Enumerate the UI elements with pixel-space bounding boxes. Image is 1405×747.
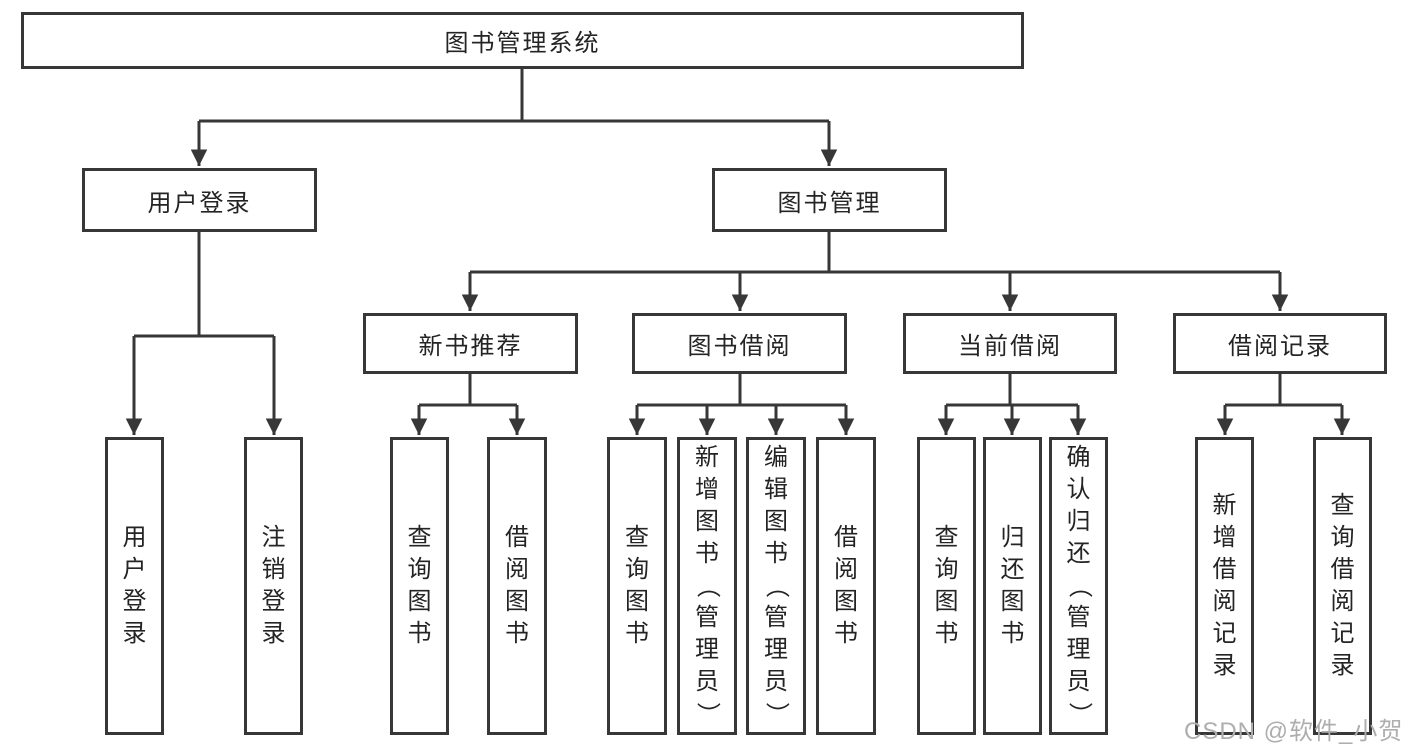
- leaf-user-login: 用户登录: [105, 437, 164, 735]
- node-book-management: 图书管理: [712, 168, 947, 232]
- node-user-login-label: 用户登录: [147, 189, 252, 217]
- node-book-borrow: 图书借阅: [632, 313, 847, 374]
- leaf-edit-book-admin: 编辑图书（管理员）: [746, 437, 806, 735]
- node-book-borrow-label: 图书借阅: [687, 333, 792, 360]
- node-borrow-record-label: 借阅记录: [1228, 333, 1332, 360]
- leaf-new-borrow-book: 借阅图书: [487, 437, 547, 735]
- leaf-add-book-admin-label: 新增图书（管理员）: [694, 444, 721, 727]
- node-current-borrow: 当前借阅: [903, 313, 1117, 374]
- leaf-borrow-book-label: 借阅图书: [834, 524, 858, 647]
- leaf-edit-book-admin-label: 编辑图书（管理员）: [763, 444, 790, 727]
- leaf-return-book: 归还图书: [983, 437, 1042, 735]
- leaf-return-book-label: 归还图书: [1000, 524, 1025, 647]
- node-root-label: 图书管理系统: [444, 30, 601, 57]
- leaf-borrow-book: 借阅图书: [816, 437, 876, 735]
- leaf-query-borrow-record-label: 查询借阅记录: [1330, 492, 1355, 679]
- leaf-add-borrow-record: 新增借阅记录: [1195, 437, 1254, 735]
- leaf-borrow-query-book: 查询图书: [607, 437, 667, 735]
- leaf-borrow-query-book-label: 查询图书: [625, 524, 649, 647]
- node-new-book-recommend-label: 新书推荐: [418, 333, 523, 360]
- csdn-watermark: CSDN @软件_小贺同学: [1184, 718, 1405, 745]
- leaf-current-query-book: 查询图书: [917, 437, 976, 735]
- node-new-book-recommend: 新书推荐: [363, 313, 578, 374]
- node-user-login: 用户登录: [82, 168, 317, 232]
- leaf-logout: 注销登录: [244, 437, 303, 735]
- node-borrow-record: 借阅记录: [1173, 313, 1387, 374]
- node-book-management-label: 图书管理: [777, 189, 882, 217]
- leaf-new-borrow-book-label: 借阅图书: [505, 524, 529, 647]
- leaf-add-book-admin: 新增图书（管理员）: [677, 437, 737, 735]
- node-root: 图书管理系统: [21, 12, 1024, 69]
- leaf-logout-label: 注销登录: [261, 524, 286, 647]
- leaf-user-login-label: 用户登录: [122, 524, 147, 647]
- leaf-add-borrow-record-label: 新增借阅记录: [1212, 492, 1237, 679]
- leaf-new-query-book-label: 查询图书: [407, 524, 432, 647]
- node-current-borrow-label: 当前借阅: [958, 333, 1062, 360]
- leaf-confirm-return-admin-label: 确认归还（管理员）: [1065, 444, 1093, 727]
- leaf-confirm-return-admin: 确认归还（管理员）: [1049, 437, 1108, 735]
- leaf-new-query-book: 查询图书: [390, 437, 449, 735]
- leaf-query-borrow-record: 查询借阅记录: [1313, 437, 1372, 735]
- leaf-current-query-book-label: 查询图书: [934, 524, 959, 647]
